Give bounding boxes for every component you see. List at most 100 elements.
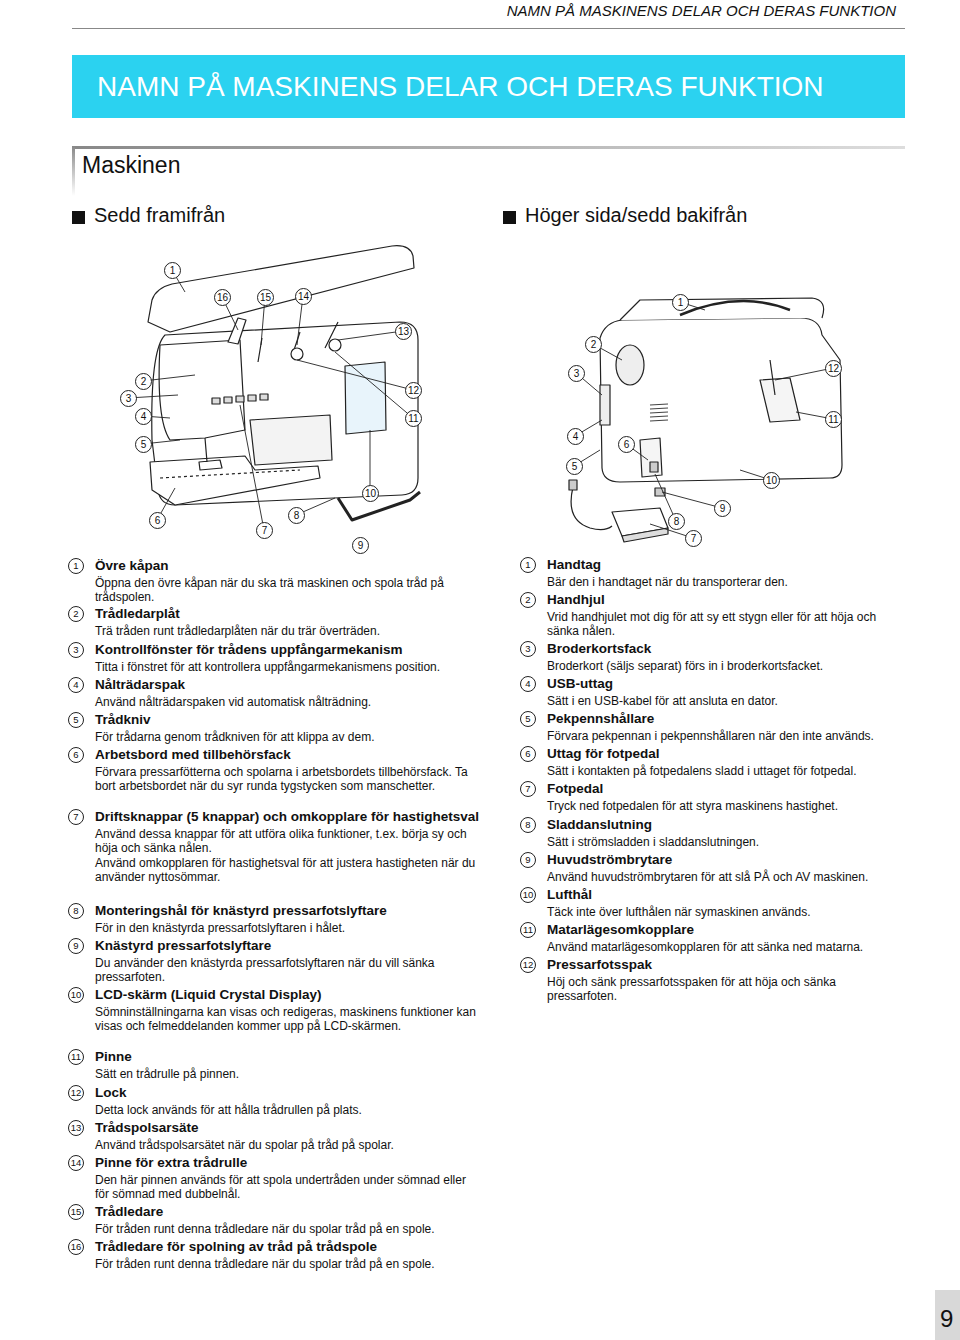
item-heading: Trådledarplåt (95, 605, 480, 623)
item-number: 7 (520, 781, 536, 797)
callout-number: 15 (257, 289, 274, 306)
item-heading: Handhjul (547, 591, 902, 609)
callout-number: 3 (120, 390, 137, 407)
item-heading: Monteringshål för knästyrd pressarfotsly… (95, 902, 480, 920)
callout-number: 11 (405, 410, 422, 427)
leader-lines (128, 270, 833, 538)
callout-number: 11 (825, 411, 842, 428)
item-description: Du använder den knästyrda pressarfotslyf… (95, 957, 480, 984)
subheading: Sedd framifrån (94, 204, 225, 227)
callout-number: 2 (135, 373, 152, 390)
bullet-square (503, 211, 516, 224)
callout-number: 10 (763, 472, 780, 489)
item-description: Förvara pekpennan i pekpennshållaren när… (547, 730, 902, 744)
item-number: 7 (68, 809, 84, 825)
item-description: Sätt i en USB-kabel för att ansluta en d… (547, 695, 902, 709)
callout-number: 13 (395, 323, 412, 340)
list-item: 4NålträdarspakAnvänd nålträdarspaken vid… (95, 676, 480, 710)
item-number: 4 (68, 677, 84, 693)
item-heading: Övre kåpan (95, 557, 480, 575)
item-number: 6 (68, 747, 84, 763)
item-heading: Sladdanslutning (547, 816, 902, 834)
callout-number: 7 (685, 530, 702, 547)
item-heading: Broderkortsfack (547, 640, 902, 658)
item-heading: Pekpennshållare (547, 710, 902, 728)
item-description: Förvara pressarfötterna och spolarna i a… (95, 766, 480, 793)
list-item: 7FotpedalTryck ned fotpedalen för att st… (547, 780, 902, 814)
item-number: 9 (68, 938, 84, 954)
item-number: 10 (68, 987, 84, 1003)
section-rule (72, 146, 75, 196)
list-item: 10LCD-skärm (Liquid Crystal Display)Sömn… (95, 986, 480, 1033)
list-item: 9HuvudströmbrytareAnvänd huvudströmbryta… (547, 851, 902, 885)
item-description: Täck inte över lufthålen när symaskinen … (547, 906, 902, 920)
callout-number: 5 (566, 458, 583, 475)
callout-number: 9 (352, 537, 369, 554)
item-heading: Trådspolsarsäte (95, 1119, 480, 1137)
item-description: Använd omkopplaren för hastighetsval för… (95, 857, 480, 884)
callout-number: 3 (568, 365, 585, 382)
item-heading: Knästyrd pressarfotslyftare (95, 937, 480, 955)
item-heading: Pressarfotsspak (547, 956, 902, 974)
list-item: 11PinneSätt en trådrulle på pinnen. (95, 1048, 480, 1082)
page-number: 9 (940, 1305, 953, 1333)
item-description: Tryck ned fotpedalen för att styra maski… (547, 800, 902, 814)
callout-number: 12 (405, 382, 422, 399)
item-number: 5 (68, 712, 84, 728)
item-heading: Pinne (95, 1048, 480, 1066)
item-number: 4 (520, 676, 536, 692)
item-number: 11 (68, 1049, 84, 1065)
item-description: Sätt i kontakten på fotpedalens sladd i … (547, 765, 902, 779)
section-heading: Maskinen (82, 152, 180, 179)
arm-opening (250, 415, 332, 465)
item-heading: Trådkniv (95, 711, 480, 729)
list-item: 13TrådspolsarsäteAnvänd trådspolsarsätet… (95, 1119, 480, 1153)
item-heading: LCD-skärm (Liquid Crystal Display) (95, 986, 480, 1004)
item-number: 9 (520, 852, 536, 868)
upper-cover (148, 246, 414, 332)
callout-number: 6 (618, 436, 635, 453)
list-item: 8Monteringshål för knästyrd pressarfotsl… (95, 902, 480, 936)
title-banner: NAMN PÅ MASKINENS DELAR OCH DERAS FUNKTI… (72, 55, 905, 118)
item-description: Använd dessa knappar för att utföra olik… (95, 828, 480, 855)
subheading: Höger sida/sedd bakifrån (525, 204, 747, 227)
list-item: 15TrådledareFör tråden runt denna trådle… (95, 1203, 480, 1237)
list-item: 2TrådledarplåtTrä tråden runt trådledarp… (95, 605, 480, 639)
item-description: Sömninställningarna kan visas och redige… (95, 1006, 480, 1033)
item-heading: Driftsknappar (5 knappar) och omkopplare… (95, 808, 480, 826)
item-description: Använd trådspolsarsätet när du spolar på… (95, 1139, 480, 1153)
list-item: 2HandhjulVrid handhjulet mot dig för att… (547, 591, 902, 638)
item-description: För trådarna genom trådkniven för att kl… (95, 731, 480, 745)
list-item: 6Arbetsbord med tillbehörsfackFörvara pr… (95, 746, 480, 793)
list-item: 5TrådknivFör trådarna genom trådkniven f… (95, 711, 480, 745)
item-heading: Pinne för extra trådrulle (95, 1154, 480, 1172)
callout-number: 16 (214, 289, 231, 306)
list-item: 16Trådledare för spolning av tråd på trå… (95, 1238, 480, 1272)
item-number: 10 (520, 887, 536, 903)
item-number: 2 (68, 606, 84, 622)
callout-number: 8 (668, 513, 685, 530)
item-description: Vrid handhjulet mot dig för att sy ett s… (547, 611, 902, 638)
item-description: Använd nålträdarspaken vid automatisk nå… (95, 696, 480, 710)
item-description: Trä tråden runt trådledarplåten när du t… (95, 625, 480, 639)
callout-number: 4 (567, 428, 584, 445)
item-heading: Kontrollfönster för trådens uppfångarmek… (95, 641, 480, 659)
item-description: Sätt en trådrulle på pinnen. (95, 1068, 480, 1082)
item-heading: Matarlägesomkopplare (547, 921, 902, 939)
item-number: 6 (520, 746, 536, 762)
item-description: Den här pinnen används för att spola und… (95, 1174, 480, 1201)
item-number: 12 (68, 1085, 84, 1101)
page-title: NAMN PÅ MASKINENS DELAR OCH DERAS FUNKTI… (97, 55, 824, 118)
callout-number: 9 (714, 500, 731, 517)
callout-number: 2 (585, 336, 602, 353)
item-number: 3 (520, 641, 536, 657)
header-rule (72, 28, 905, 29)
item-description: Öppna den övre kåpan när du ska trä mask… (95, 577, 480, 604)
item-number: 11 (520, 922, 536, 938)
item-description: Detta lock används för att hålla trådrul… (95, 1104, 480, 1118)
handwheel (616, 345, 644, 385)
item-heading: Lock (95, 1084, 480, 1102)
rear-body (600, 318, 842, 482)
callout-number: 7 (256, 522, 273, 539)
running-header: NAMN PÅ MASKINENS DELAR OCH DERAS FUNKTI… (507, 2, 896, 19)
